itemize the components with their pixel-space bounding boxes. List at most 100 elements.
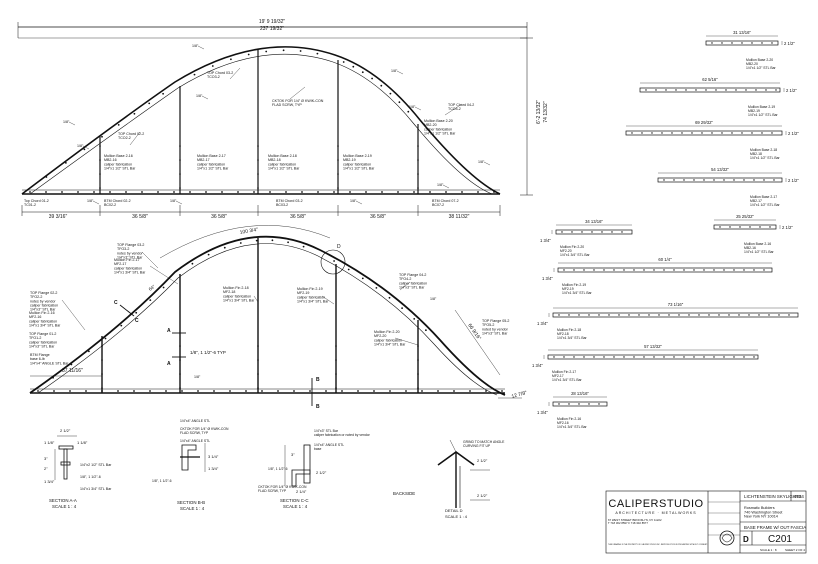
fastener-hole xyxy=(573,356,575,358)
fastener-hole xyxy=(673,269,675,271)
fastener-hole xyxy=(731,42,733,44)
fastener-hole xyxy=(748,314,750,316)
fastener-hole xyxy=(655,89,657,91)
part-height: 1 3/4" xyxy=(537,321,548,326)
fastener-hole xyxy=(558,403,560,405)
fastener-hole xyxy=(558,314,560,316)
part-bar xyxy=(555,229,633,235)
fastener-hole xyxy=(347,268,350,271)
scale-note: SCALE 1 : 8 xyxy=(760,548,777,552)
fastener-hole xyxy=(429,191,431,193)
fastener-hole xyxy=(237,191,239,193)
fastener-hole xyxy=(598,314,600,316)
fastener-hole xyxy=(733,269,735,271)
section-c-cut xyxy=(119,304,135,317)
fastener-hole xyxy=(179,159,181,161)
fastener-hole xyxy=(648,314,650,316)
fastener-hole xyxy=(371,77,373,80)
part-height: 1 3/4" xyxy=(542,276,553,281)
part-height: 1 3/4" xyxy=(537,410,548,415)
fastener-hole xyxy=(758,314,760,316)
fastener-hole xyxy=(101,135,103,138)
fastener-hole xyxy=(755,89,757,91)
fastener-hole xyxy=(598,403,600,405)
fastener-hole xyxy=(88,350,90,353)
fastener-hole xyxy=(718,314,720,316)
fastener-hole xyxy=(653,269,655,271)
fastener-hole xyxy=(29,191,31,193)
typ-weld-label: 1/8", 1 1/2"-6 TYP xyxy=(190,350,226,355)
fastener-hole xyxy=(723,356,725,358)
fastener-hole xyxy=(101,345,103,347)
weld-symbol-top: 1/8" xyxy=(391,69,398,73)
fastener-hole xyxy=(623,356,625,358)
fastener-hole xyxy=(563,269,565,271)
fastener-hole xyxy=(157,191,159,193)
fastener-hole xyxy=(703,179,705,181)
fastener-hole xyxy=(461,191,463,193)
part-bar xyxy=(705,40,779,46)
leader-line xyxy=(321,295,335,305)
leader-line xyxy=(61,299,86,331)
detail-d-scale: SCALE 1 : 4 xyxy=(445,514,468,519)
section-b-b xyxy=(180,443,206,472)
fastener-hole xyxy=(683,179,685,181)
fastener-hole xyxy=(149,299,152,301)
fastener-hole xyxy=(445,191,447,193)
arch-outer-flange xyxy=(29,235,506,396)
fastener-hole xyxy=(661,132,663,134)
fastener-hole xyxy=(768,314,770,316)
fastener-hole xyxy=(618,314,620,316)
fastener-hole xyxy=(685,89,687,91)
part-length: 60 1/4" xyxy=(658,257,672,262)
part-height: 2 1/2" xyxy=(782,225,793,230)
weld-symbol-top: 1/8" xyxy=(192,44,199,48)
fastener-hole xyxy=(333,191,335,193)
leader-line xyxy=(442,184,450,189)
fastener-hole xyxy=(179,187,181,189)
fastener-hole xyxy=(753,179,755,181)
section-c-label-2: C xyxy=(135,318,139,324)
fastener-hole xyxy=(678,314,680,316)
fastener-hole xyxy=(633,356,635,358)
fastener-hole xyxy=(773,179,775,181)
part-height: 2 1/2" xyxy=(784,41,795,46)
fastener-hole xyxy=(365,191,367,193)
fastener-hole xyxy=(568,314,570,316)
section-a-dim: 1 3/4" xyxy=(44,479,55,484)
fastener-hole xyxy=(261,390,263,392)
fastener-hole xyxy=(99,145,101,147)
bottom-elevation-text: 100 3/4" 37 11/16" 66 9/16" 12 7/8" 64" … xyxy=(62,227,528,410)
fastener-hole xyxy=(713,269,715,271)
fastener-hole xyxy=(695,89,697,91)
top-elevation xyxy=(17,22,533,216)
fastener-hole xyxy=(588,403,590,405)
leader-line xyxy=(414,106,422,111)
fastener-hole xyxy=(189,191,191,193)
fastener-hole xyxy=(309,390,311,392)
part-length: 73 1/16" xyxy=(668,302,684,307)
fastener-hole xyxy=(417,159,419,161)
fastener-hole xyxy=(749,226,751,228)
weld-symbol-top: 1/8" xyxy=(350,199,357,203)
fastener-hole xyxy=(673,356,675,358)
fastener-hole xyxy=(45,191,47,193)
fastener-hole xyxy=(117,390,119,392)
fastener-hole xyxy=(342,61,345,63)
detail-d-title: DETAIL D xyxy=(445,508,463,513)
fastener-hole xyxy=(693,179,695,181)
overall-width-label: 19' 9 19/32" xyxy=(259,19,286,25)
fastener-hole xyxy=(578,403,580,405)
fastener-hole xyxy=(761,132,763,134)
sheet-count: SHEET 2 OF 4 xyxy=(785,548,805,552)
fastener-hole xyxy=(325,390,327,392)
